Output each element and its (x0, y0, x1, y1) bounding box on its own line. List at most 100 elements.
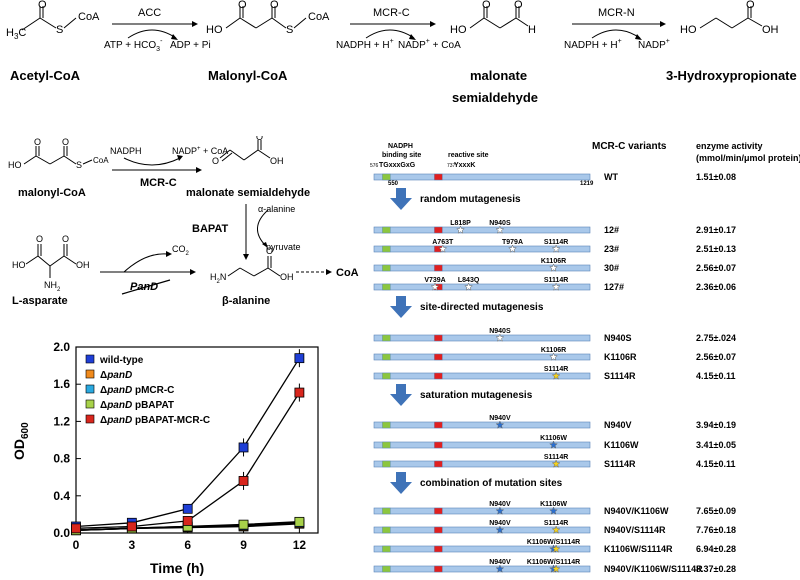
variant-name: N940V/S1114R (604, 525, 666, 535)
y-tick-label: 2.0 (53, 340, 70, 354)
mutation-label: N940S (489, 328, 511, 335)
compound-coa: CoA (336, 267, 359, 279)
data-point (294, 516, 305, 527)
data-point (294, 387, 305, 398)
stage-label: random mutagenesis (420, 194, 521, 205)
cofactor-adp: ADP + Pi (170, 40, 211, 51)
mutation-star-icon (495, 420, 505, 429)
atom-o: O (36, 234, 43, 244)
label-end: 1219 (580, 181, 594, 187)
nadph-site (382, 226, 391, 234)
mutation-label: K1106W/S1114R (527, 559, 580, 566)
atom-o: O (212, 156, 219, 166)
atom-o: O (746, 0, 755, 11)
legend-swatch (85, 354, 95, 364)
nadph-site (382, 545, 391, 553)
enzyme-acc: ACC (138, 7, 161, 19)
variant-name: WT (604, 172, 618, 182)
enzyme-bapat: BAPAT (192, 223, 229, 235)
enzyme-mcr-n: MCR-N (598, 7, 635, 19)
mutation-star-icon (549, 440, 558, 449)
data-point (238, 519, 249, 530)
y-tick-label: 0.4 (53, 489, 70, 503)
mutation-label: A763T (432, 239, 454, 246)
compound-beta-alanine: β-alanine (222, 295, 270, 306)
protein-bar (373, 507, 591, 515)
variant-name: K1106W/S1114R (604, 544, 673, 554)
mutation-star-icon (551, 525, 561, 534)
nadph-site (382, 334, 391, 342)
x-tick-label: 0 (73, 538, 80, 552)
label-motif2: YxxxK (454, 162, 475, 169)
nadph-site (382, 173, 391, 181)
mutation-label: K1106R (541, 258, 566, 265)
atom-o: O (62, 137, 69, 147)
atom-oh: OH (76, 260, 90, 270)
mutation-star-icon (551, 244, 561, 253)
atom-ho: HO (12, 260, 26, 270)
mutation-label: L843Q (458, 277, 480, 284)
enzyme-activity: 6.94±0.28 (696, 544, 736, 554)
variant-name: N940S (604, 333, 632, 343)
3hp-structure (699, 6, 763, 29)
nadph-site (382, 353, 391, 361)
atom-o: O (238, 0, 247, 11)
data-point (71, 523, 81, 534)
variant-name: 12# (604, 225, 619, 235)
label-nadph: NADPH (388, 143, 413, 150)
mutation-label: T979A (502, 239, 523, 246)
atom-s: S (76, 160, 82, 170)
chart-xlabel: Time (h) (150, 560, 204, 576)
atom-o: O (34, 137, 41, 147)
mutation-label: N940V (489, 520, 511, 527)
cofactor-co2: CO2 (172, 244, 190, 257)
mutation-label: K1106W (540, 501, 567, 508)
stage-label: saturation mutagenesis (420, 390, 533, 401)
nadph-site (382, 283, 391, 291)
compound-3hp: 3-Hydroxypropionate (666, 68, 797, 83)
variant-name: 30# (604, 263, 619, 273)
mutation-label: V739A (424, 277, 445, 284)
atom-o: O (62, 234, 69, 244)
mutation-star-icon (456, 225, 465, 234)
reactive-site (434, 545, 443, 553)
down-arrow-icon (390, 188, 412, 210)
protein-bar (373, 441, 591, 449)
atom-o: O (514, 0, 523, 11)
mutation-label: S1114R (544, 277, 569, 284)
atom-ho: HO (8, 160, 22, 170)
protein-bar (373, 173, 591, 181)
mutation-label: N940V (489, 559, 511, 566)
mutation-star-icon (495, 506, 505, 515)
cofactor-nadp-n: NADP+ (638, 38, 670, 51)
mutation-label: K1106R (541, 347, 566, 354)
mutation-label: S1114R (544, 366, 569, 373)
cofactor-nadph: NADPH + H+ (336, 38, 394, 51)
mutation-label: S1114R (544, 454, 569, 461)
reactive-site (434, 507, 443, 515)
label-motif1-num: 576 (370, 163, 379, 169)
reactive-site (434, 565, 443, 573)
enzyme-activity: 2.51±0.13 (696, 244, 736, 254)
reactive-site (434, 334, 443, 342)
nadph-site (382, 507, 391, 515)
variant-name: K1106W (604, 440, 639, 450)
x-tick-label: 12 (293, 538, 307, 552)
data-point (238, 476, 249, 486)
legend-entry: ΔpanD pMCR-C (100, 385, 174, 396)
variant-name: N940V (604, 420, 632, 430)
nadph-site (382, 441, 391, 449)
enzyme-activity: 4.15±0.11 (696, 371, 735, 381)
pand-strike (121, 279, 171, 295)
legend-swatch (85, 414, 95, 424)
enzyme-activity: 2.36±0.06 (696, 282, 736, 292)
variant-name: S1114R (604, 371, 636, 381)
protein-bar (373, 334, 591, 342)
mutation-star-icon (430, 282, 440, 291)
enzyme-activity: 2.75±.024 (696, 333, 736, 343)
